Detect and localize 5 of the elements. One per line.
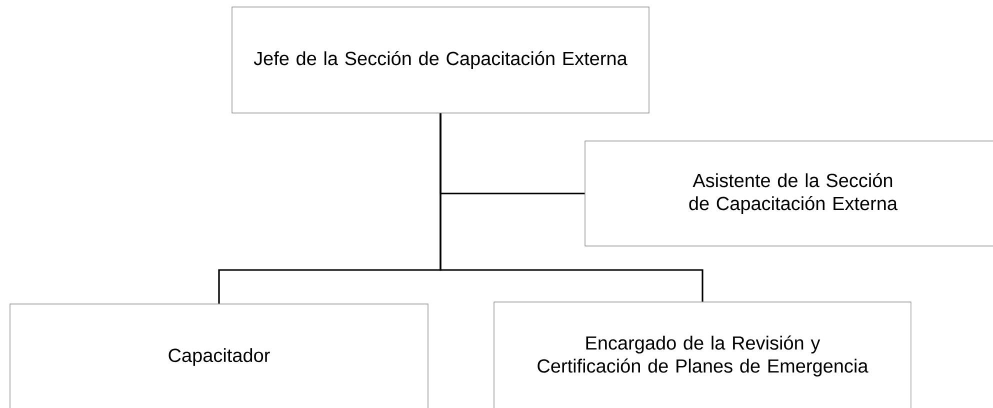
position-box: Encargado de la Revisión y Certificación de Planes de Emergencia — [494, 302, 912, 408]
position-box: Asistente de la Sección de Capacitación Externa — [584, 140, 993, 246]
position-box: Capacitador — [10, 304, 428, 408]
connector-line — [440, 113, 704, 302]
position-box: Jefe de la Sección de Capacitación Externa — [232, 6, 650, 114]
